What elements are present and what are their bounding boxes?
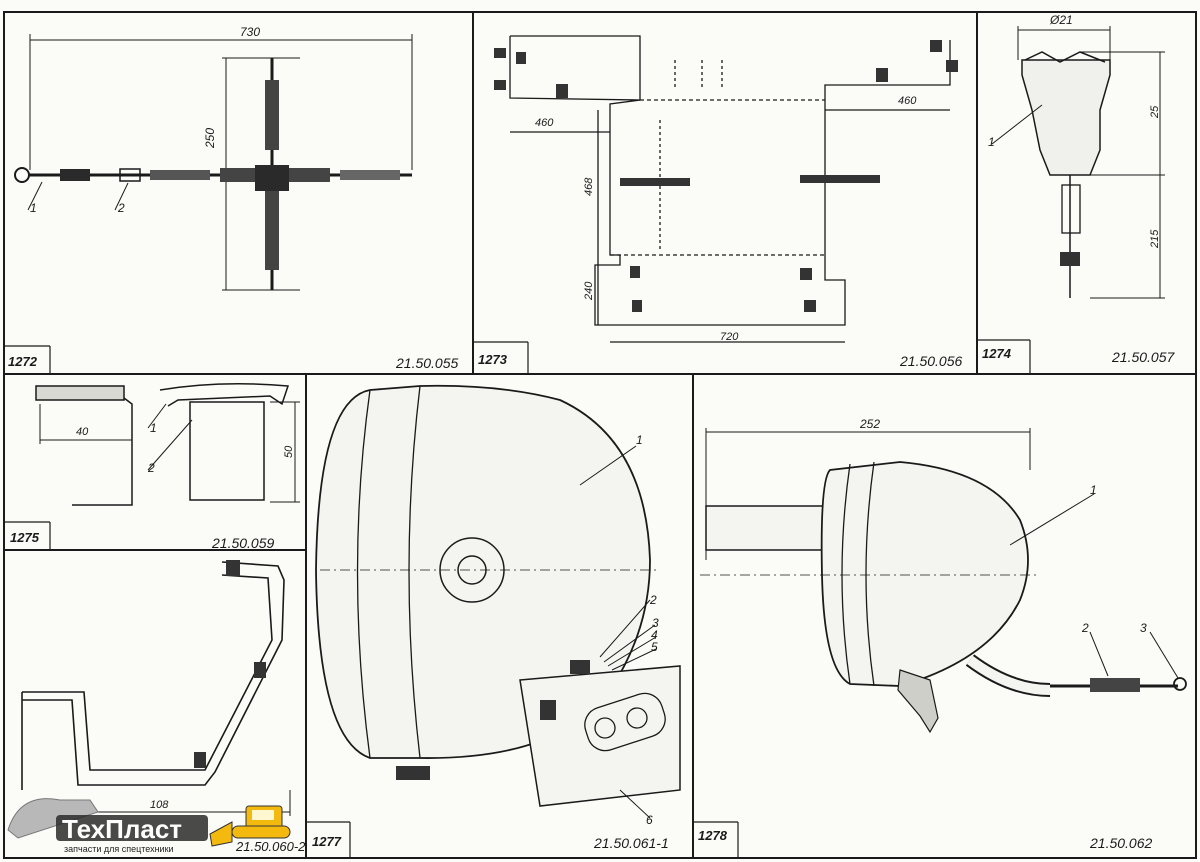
logo-tagline: запчасти для спецтехники	[64, 844, 174, 854]
dim-1273-height: 468	[583, 177, 595, 196]
dim-1273-width: 720	[720, 331, 739, 343]
part-code-1274: 21.50.057	[1111, 349, 1175, 365]
callout-1272-2: 2	[117, 201, 125, 215]
dim-1273-left: 460	[535, 117, 554, 129]
panel-1274: Ø21 25 215 1 1274 21.50.057	[982, 13, 1175, 365]
part-code-1272: 21.50.055	[395, 355, 458, 371]
dim-1274-diameter: Ø21	[1049, 13, 1073, 27]
callout-1278-3: 3	[1140, 621, 1147, 635]
panel-number-1272: 1272	[8, 354, 38, 369]
panel-number-1273: 1273	[478, 352, 508, 367]
dim-1275-height: 50	[283, 445, 295, 458]
callout-1277-4: 4	[651, 628, 658, 642]
dim-1274-bottom: 215	[1149, 229, 1161, 249]
callout-1277-6: 6	[646, 813, 653, 827]
part-code-1275: 21.50.059	[211, 535, 274, 551]
excavator-arm-icon	[7, 798, 99, 839]
callout-1275-1: 1	[150, 421, 157, 435]
panel-number-1278: 1278	[698, 828, 728, 843]
part-code-1276: 21.50.060-2	[235, 839, 306, 854]
callout-1278-2: 2	[1081, 621, 1089, 635]
harness-cable	[14, 58, 412, 290]
callout-1274-1: 1	[988, 135, 995, 149]
part-code-1273: 21.50.056	[899, 353, 962, 369]
bulldozer-icon	[209, 805, 291, 847]
mounting-bolt	[439, 537, 505, 603]
panel-1276: 108 21.50.060-2	[21, 560, 306, 854]
dim-1272-length: 730	[240, 25, 260, 39]
callout-1277-5: 5	[651, 640, 658, 654]
dim-1272-height: 250	[203, 128, 217, 149]
callout-1272-1: 1	[30, 201, 37, 215]
dim-1275-width: 40	[76, 426, 89, 438]
callout-1278-1: 1	[1090, 483, 1097, 497]
panel-frame	[3, 11, 1197, 859]
connector-body	[1021, 51, 1111, 298]
dim-1273-right: 460	[898, 95, 917, 107]
part-code-1278: 21.50.062	[1089, 835, 1152, 851]
callout-1277-2: 2	[649, 593, 657, 607]
dim-1274-top: 25	[1149, 105, 1161, 119]
panel-1272: 730 250 1 2 1272 21.50.055	[8, 25, 458, 371]
panel-number-1275: 1275	[10, 530, 40, 545]
headlamp-body	[820, 461, 1029, 687]
bracket-clips	[494, 40, 958, 312]
panel-1275: 40 50 1 2 1275 21.50.059	[10, 383, 300, 551]
callout-1277-1: 1	[636, 433, 643, 447]
logo-name: ТехПласт	[62, 814, 182, 844]
panel-1278: 252 1 2 3 1278 21.50.062	[698, 417, 1187, 851]
part-code-1277: 21.50.061-1	[593, 835, 669, 851]
callout-1277-3: 3	[652, 616, 659, 630]
panel-number-1277: 1277	[312, 834, 342, 849]
panel-1277: 1 2 3 4 5 6 1277 21.50.061-1	[312, 384, 681, 851]
callout-1275-2: 2	[147, 461, 155, 475]
dim-1273-lower: 240	[583, 281, 595, 301]
dim-1276-width: 108	[150, 799, 169, 811]
brand-logo: ТехПласт запчасти для спецтехники	[7, 798, 291, 854]
dim-1278-length: 252	[859, 417, 880, 431]
panel-1273: 460 460 468 240 720 1273 21.50.056	[478, 35, 962, 369]
mount-arm	[705, 505, 837, 551]
panel-number-1274: 1274	[982, 346, 1012, 361]
